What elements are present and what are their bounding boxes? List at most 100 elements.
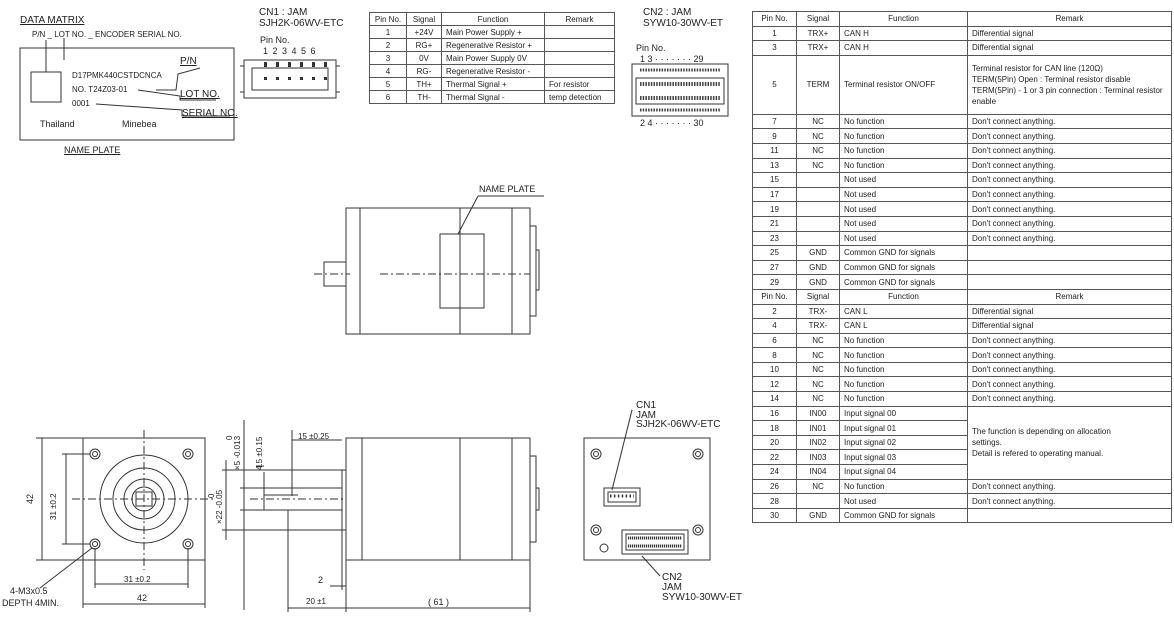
signal-cell: TRX+ xyxy=(796,25,840,42)
signal-cell: NC xyxy=(796,478,840,495)
function-cell: No function xyxy=(839,361,968,378)
header-signal: Signal xyxy=(796,288,840,305)
cn2-callout-line: CN2 xyxy=(662,572,683,583)
pin-cell: 7 xyxy=(752,113,797,130)
serial-label: SERIAL NO. xyxy=(182,108,238,119)
signal-cell: TERM xyxy=(796,54,840,115)
dim-shaft-diameter-tol: 0 xyxy=(225,435,234,440)
remark-cell: temp detection xyxy=(544,90,615,104)
data-matrix-label: DATA MATRIX xyxy=(20,15,85,26)
signal-cell xyxy=(796,493,840,509)
cn1-callout-line: SJH2K-06WV-ETC xyxy=(636,419,721,430)
cn2-pin-label: Pin No. xyxy=(636,43,666,53)
pin-cell: 22 xyxy=(752,449,797,466)
lot-label: LOT NO. xyxy=(180,89,220,100)
dim-42-vertical: 42 xyxy=(25,493,35,504)
remark-cell: Don't connect anything. xyxy=(967,332,1172,349)
function-cell: No function xyxy=(839,391,968,407)
cn1-part-number: SJH2K-06WV-ETC xyxy=(259,18,344,29)
name-plate-caption: NAME PLATE xyxy=(64,145,121,155)
remark-cell: Don't connect anything. xyxy=(967,361,1172,378)
pin-cell: 28 xyxy=(752,493,797,509)
cn1-callout-line: CN1 xyxy=(636,400,657,411)
remark-cell xyxy=(544,25,615,39)
signal-cell: NC xyxy=(796,376,840,393)
name-plate-country: Thailand xyxy=(40,119,75,129)
signal-cell xyxy=(796,230,840,247)
function-cell: No function xyxy=(839,157,968,174)
pin-cell: 3 xyxy=(752,40,797,56)
function-cell: Common GND for signals xyxy=(839,245,968,261)
function-cell: No function xyxy=(839,142,968,159)
remark-cell: Don't connect anything. xyxy=(967,391,1172,407)
signal-cell: NC xyxy=(796,113,840,130)
dim-31-vertical: 31 ±0.2 xyxy=(49,493,58,520)
input-remark-line: settings. xyxy=(972,438,1002,448)
remark-cell: Don't connect anything. xyxy=(967,493,1172,509)
signal-cell: NC xyxy=(796,128,840,144)
remark-cell xyxy=(544,38,615,52)
pin-cell: 4 xyxy=(369,64,407,78)
pin-cell: 2 xyxy=(369,38,407,52)
signal-cell: NC xyxy=(796,391,840,407)
signal-cell: TH+ xyxy=(406,77,442,91)
term-remark-line: TERM(5Pin) - 1 or 3 pin connection : Ter… xyxy=(972,85,1163,106)
function-cell: CAN L xyxy=(839,318,968,334)
remark-cell: Don't connect anything. xyxy=(967,113,1172,130)
cn2-title: CN2 : JAM xyxy=(643,7,692,18)
pin-cell: 27 xyxy=(752,259,797,276)
cn2-callout-line: JAM xyxy=(662,582,682,593)
function-cell: Input signal 04 xyxy=(839,464,968,480)
dim-31-horizontal: 31 ±0.2 xyxy=(124,575,151,584)
function-cell: Input signal 03 xyxy=(839,449,968,466)
function-cell: Not used xyxy=(839,493,968,509)
remark-cell: Differential signal xyxy=(967,303,1172,320)
remark-cell: Differential signal xyxy=(967,318,1172,334)
pin-cell: 18 xyxy=(752,420,797,436)
pin-cell: 6 xyxy=(369,90,407,104)
cn2-callout: CN2 JAM SYW10-30WV-ET xyxy=(662,573,742,603)
pin-cell: 3 xyxy=(369,51,407,65)
header-function: Function xyxy=(839,11,968,27)
function-cell: Input signal 01 xyxy=(839,420,968,436)
pin-cell: 12 xyxy=(752,376,797,393)
signal-cell xyxy=(796,186,840,203)
side-view-name-plate-label: NAME PLATE xyxy=(479,184,536,194)
function-cell: Regenerative Resistor + xyxy=(441,38,545,52)
pin-cell: 5 xyxy=(369,77,407,91)
remark-cell: Differential signal xyxy=(967,40,1172,56)
remark-cell: Don't connect anything. xyxy=(967,347,1172,363)
signal-cell: NC xyxy=(796,157,840,174)
signal-cell xyxy=(796,215,840,232)
pin-cell: 8 xyxy=(752,347,797,363)
header-remark: Remark xyxy=(967,11,1172,27)
name-plate-lot-text: NO. T24Z03-01 xyxy=(72,85,128,94)
function-cell: CAN H xyxy=(839,40,968,56)
function-cell: Terminal resistor ON/OFF xyxy=(839,54,968,115)
pin-cell: 1 xyxy=(752,25,797,42)
name-plate-outline xyxy=(19,47,235,141)
signal-cell: IN01 xyxy=(796,420,840,436)
header-signal: Signal xyxy=(796,11,840,27)
header-pin-no: Pin No. xyxy=(752,288,797,305)
header-function: Function xyxy=(441,12,545,26)
remark-cell xyxy=(967,274,1172,290)
remark-cell xyxy=(967,259,1172,276)
cn1-pin-label: Pin No. xyxy=(260,35,290,45)
signal-cell: 0V xyxy=(406,51,442,65)
dim-body-length: ( 61 ) xyxy=(428,597,450,607)
function-cell: Main Power Supply 0V xyxy=(441,51,545,65)
